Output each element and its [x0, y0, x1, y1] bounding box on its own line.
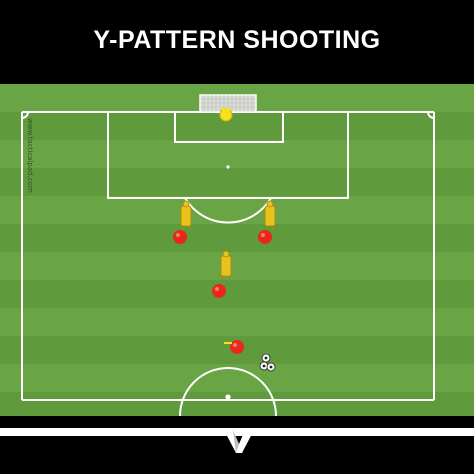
corner-arc-left: [21, 111, 29, 119]
goal-net: [199, 94, 257, 113]
v-logo-icon: [224, 430, 254, 453]
cone-right: [258, 230, 272, 244]
cone-start: [230, 340, 244, 354]
ball-supply: [259, 353, 276, 372]
header-bar: Y-PATTERN SHOOTING: [0, 0, 474, 84]
page-title: Y-PATTERN SHOOTING: [93, 25, 381, 54]
mannequin-left: [180, 200, 192, 231]
ball-icon: [266, 362, 276, 372]
center-circle: [179, 367, 277, 416]
cone-left: [173, 230, 187, 244]
grass-stripes: [0, 84, 474, 416]
football-pitch: [0, 84, 474, 416]
corner-arc-right: [427, 111, 435, 119]
penalty-spot: [226, 165, 230, 169]
cone-center: [212, 284, 226, 298]
mannequin-right: [264, 200, 276, 231]
mannequin-center: [220, 250, 232, 281]
watermark: www.tacticalpad.com: [22, 118, 36, 228]
ball-icon: [259, 361, 269, 371]
ball-icon: [261, 353, 271, 363]
footer-band: [0, 428, 474, 436]
center-spot: [225, 394, 231, 400]
goalkeeper-marker: [219, 108, 233, 122]
penalty-arc: [184, 197, 272, 224]
watermark-text: www.tacticalpad.com: [26, 118, 34, 193]
